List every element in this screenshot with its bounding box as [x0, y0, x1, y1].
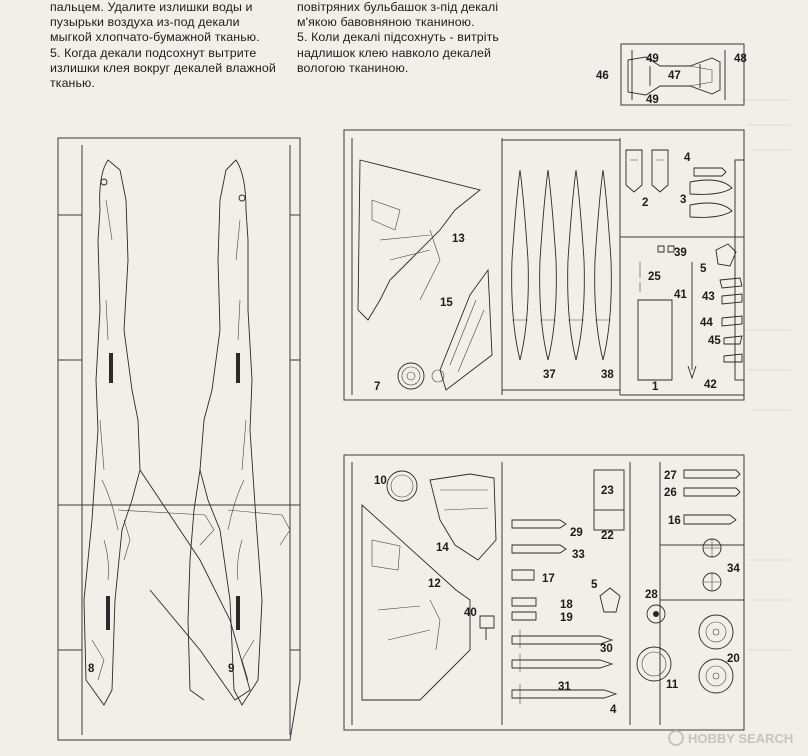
part-label-48: 48 [734, 53, 747, 65]
small-parts-5-right [599, 587, 621, 613]
part-label-30: 30 [600, 643, 613, 655]
part-label-15: 15 [440, 297, 453, 309]
part-label-44: 44 [700, 317, 713, 329]
part-label-11: 11 [666, 679, 679, 691]
part-label-43: 43 [702, 291, 715, 303]
part-label-25: 25 [648, 271, 661, 283]
part-labels: 49 48 46 47 49 8 9 13 15 7 37 38 2 4 3 3… [88, 53, 747, 716]
wheel-part-34 [702, 538, 722, 592]
part-label-3: 3 [680, 194, 686, 206]
part-label-2: 2 [642, 197, 648, 209]
part-label-26: 26 [664, 487, 677, 499]
part-label-33: 33 [572, 549, 585, 561]
part-label-46: 46 [596, 70, 609, 82]
part-label-45: 45 [708, 335, 721, 347]
part-label-23: 23 [601, 485, 614, 497]
small-part-40 [479, 615, 495, 640]
wheel-part-7 [397, 362, 445, 390]
part-label-13: 13 [452, 233, 465, 245]
part-label-27: 27 [664, 470, 677, 482]
part-label-22: 22 [601, 530, 614, 542]
small-parts-39-45 [637, 243, 743, 381]
part-label-41: 41 [674, 289, 687, 301]
sprue-frame-wings-upper [343, 129, 745, 401]
fuselage-half-9 [187, 159, 291, 706]
instruction-text-russian: пальцем. Удалите излишки воды и пузырьки… [50, 0, 276, 91]
fuselage-half-8 [83, 159, 251, 706]
part-label-17: 17 [542, 573, 555, 585]
part-label-34: 34 [727, 563, 740, 575]
wheel-part-28 [646, 604, 666, 624]
part-label-9: 9 [228, 663, 234, 675]
part-label-37: 37 [543, 369, 556, 381]
part-label-4b: 4 [610, 704, 617, 716]
missile-parts-37-38 [511, 169, 612, 361]
sprue-frame-wings-lower [343, 454, 745, 731]
wheel-parts-20 [698, 614, 734, 694]
part-label-5b: 5 [591, 579, 598, 591]
wing-part-13 [357, 159, 481, 321]
missile-parts-30-31 [511, 630, 618, 704]
part-label-14: 14 [436, 542, 449, 554]
part-label-10: 10 [374, 475, 387, 487]
part-label-12: 12 [428, 578, 441, 590]
part-label-40: 40 [464, 607, 477, 619]
small-parts-2-3-4 [625, 149, 733, 218]
watermark-text: HOBBY SEARCH [688, 731, 793, 746]
part-label-19: 19 [560, 612, 573, 624]
part-label-49a: 49 [646, 53, 659, 65]
small-parts-17-33 [511, 519, 567, 621]
wheel-part-11 [636, 646, 672, 682]
ring-part-10 [386, 470, 418, 502]
part-label-47: 47 [668, 70, 681, 82]
part-label-8: 8 [88, 663, 95, 675]
wing-part-15 [439, 268, 493, 391]
part-label-42: 42 [704, 379, 717, 391]
wing-part-14 [429, 473, 497, 561]
watermark: HOBBY SEARCH [668, 730, 793, 746]
part-label-7: 7 [374, 381, 380, 393]
part-label-5: 5 [700, 263, 707, 275]
part-label-18: 18 [560, 599, 573, 611]
background-text-remnants [740, 99, 790, 651]
part-label-20: 20 [727, 653, 740, 665]
part-label-1: 1 [652, 381, 659, 393]
wing-part-12 [361, 503, 471, 701]
small-parts-26-27 [683, 469, 741, 525]
part-label-38: 38 [601, 369, 614, 381]
sprue-frame-fuselage [57, 137, 301, 741]
part-label-29: 29 [570, 527, 583, 539]
part-label-28: 28 [645, 589, 658, 601]
sprue-frame-small [620, 43, 745, 106]
instruction-text-ukrainian: повітряних бульбашок з-під декалі м'якою… [297, 0, 499, 75]
part-label-39: 39 [674, 247, 687, 259]
part-label-31: 31 [558, 681, 571, 693]
part-label-16: 16 [668, 515, 681, 527]
part-label-4: 4 [684, 152, 691, 164]
part-label-49b: 49 [646, 94, 659, 106]
